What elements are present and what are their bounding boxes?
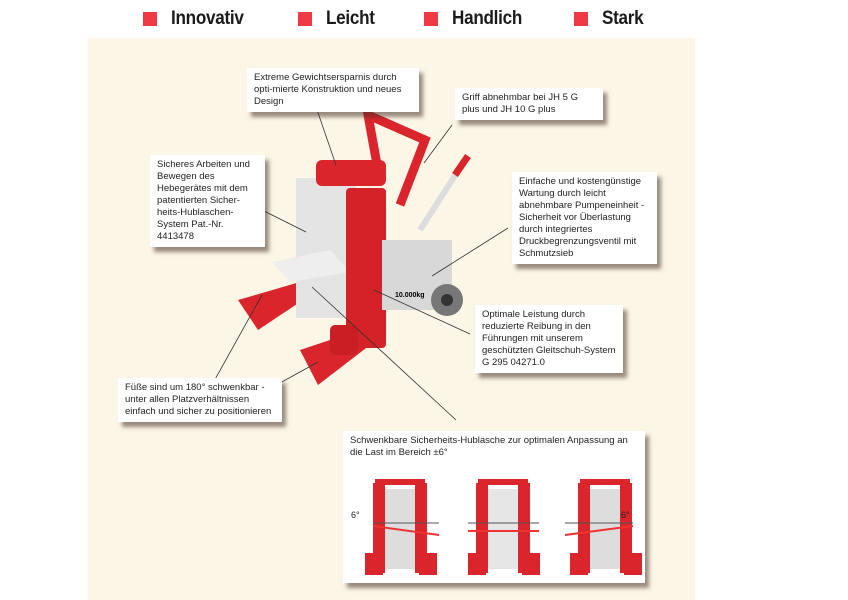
feature-handlich: Handlich [424,8,530,30]
callout-handle: Griff abnehmbar bei JH 5 G plus und JH 1… [455,88,603,120]
callout-weight: Extreme Gewichtsersparnis durch opti-mie… [247,68,419,112]
callout-safety: Sicheres Arbeiten und Bewegen des Hebege… [150,155,265,247]
bullet-square-icon [424,12,438,26]
feature-stark: Stark [574,8,648,30]
jack-view-right [564,479,642,575]
angle-label-left: 6° [351,510,360,520]
callout-performance: Optimale Leistung durch reduzierte Reibu… [475,305,623,373]
jack-view-left [365,479,440,575]
bullet-square-icon [298,12,312,26]
toe-jack-image: 10.000kg [238,107,471,385]
tilt-diagrams [365,479,642,575]
leader-lines [212,103,509,421]
tilt-panel: Schwenkbare Sicherheits-Hublasche zur op… [343,431,645,583]
callout-feet: Füße sind um 180° schwenkbar - unter all… [118,378,282,422]
bullet-square-icon [143,12,157,26]
callout-maintenance: Einfache und kostengünstige Wartung durc… [512,172,657,264]
panel-caption: Schwenkbare Sicherheits-Hublasche zur op… [350,435,628,458]
feature-innovativ: Innovativ [143,8,252,30]
capacity-label: 10.000kg [395,292,425,299]
angle-label-right: 6° [621,510,630,520]
feature-leicht: Leicht [298,8,380,30]
jack-view-center [468,479,540,575]
bullet-square-icon [574,12,588,26]
